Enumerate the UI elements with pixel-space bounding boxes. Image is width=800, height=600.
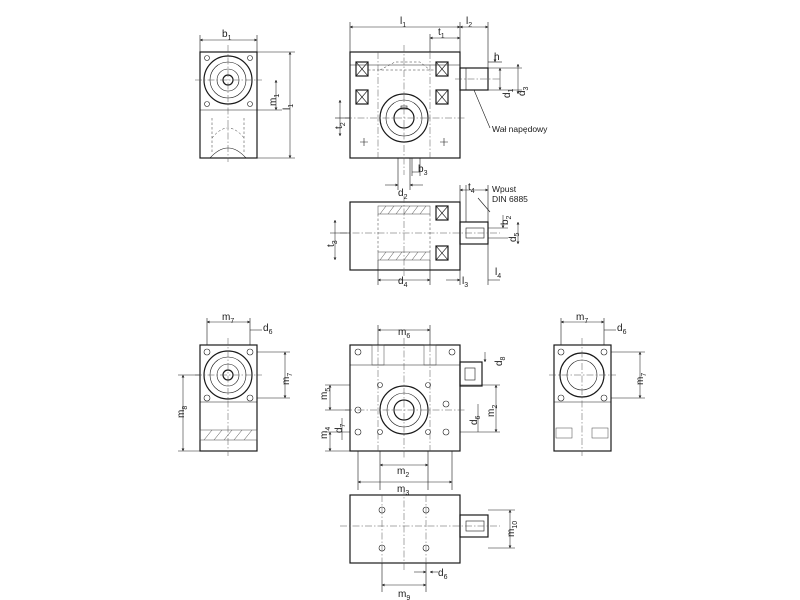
- dim-d6-left: d6: [263, 323, 273, 336]
- mounting-view-center: [325, 325, 500, 490]
- dim-m7-left: m7: [222, 312, 234, 325]
- dim-l2: l2: [466, 16, 472, 29]
- dim-m10: m10: [506, 521, 519, 537]
- dim-d7: d7: [334, 423, 347, 433]
- dim-d6-center: d6: [469, 415, 482, 425]
- dim-t2: t2: [334, 122, 347, 129]
- dim-t1: t1: [438, 27, 445, 40]
- dim-m9: m9: [398, 589, 410, 600]
- dim-t3: t3: [326, 240, 339, 247]
- dim-b1: b1: [222, 29, 232, 42]
- bottom-view: [340, 488, 515, 592]
- dim-t4: t4: [468, 182, 475, 195]
- dim-l1-side: l1: [282, 104, 295, 110]
- dim-l4: l4: [495, 267, 501, 280]
- dim-m8: m8: [176, 406, 189, 418]
- dim-m1: m1: [268, 94, 281, 106]
- dim-d1: d1: [502, 88, 515, 98]
- dim-m7-right: m7: [576, 312, 588, 325]
- dim-h: h: [494, 52, 500, 63]
- note-drive-shaft: Wał napędowy: [492, 124, 548, 134]
- dim-d8: d8: [494, 356, 507, 366]
- side-view-top: [195, 35, 295, 162]
- dim-b3: b3: [418, 164, 428, 177]
- front-view-top: [335, 22, 522, 190]
- dim-l1: l1: [400, 16, 406, 29]
- dim-m2-v: m2: [486, 405, 499, 417]
- dim-d4: d4: [398, 276, 408, 289]
- dim-m7-left-v: m7: [281, 373, 294, 385]
- dim-b2: b2: [500, 215, 513, 225]
- dim-d5: d5: [508, 232, 521, 242]
- section-view-middle: [330, 185, 520, 285]
- dim-d6-bottom: d6: [438, 568, 448, 581]
- note-key-line2: DIN 6885: [492, 194, 528, 204]
- dim-d6-right: d6: [617, 323, 627, 336]
- dim-m2: m2: [397, 466, 409, 479]
- mounting-view-right: [549, 318, 645, 456]
- dim-d2: d2: [398, 188, 408, 201]
- mounting-view-left: [178, 318, 290, 456]
- dim-d3: d3: [517, 86, 530, 96]
- dim-m7-right-v: m7: [635, 373, 648, 385]
- dim-l3: l3: [462, 276, 468, 289]
- note-key-line1: Wpust: [492, 184, 517, 194]
